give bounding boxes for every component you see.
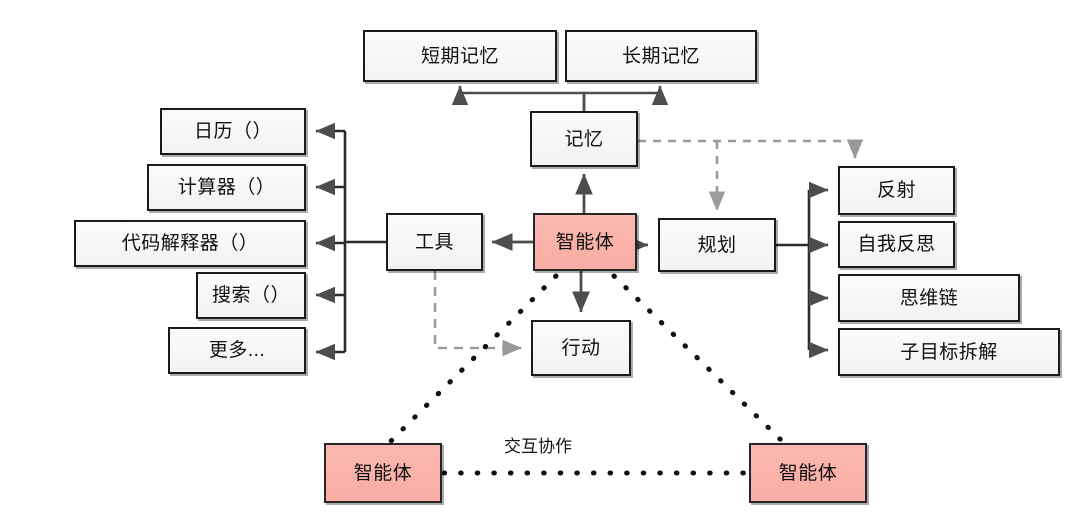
node-label: 智能体 (555, 231, 615, 253)
node-code-interpreter-tool[interactable]: 代码解释器（） (74, 220, 306, 267)
node-label: 反射 (876, 180, 916, 201)
node-label: 更多... (208, 340, 266, 361)
node-calculator-tool[interactable]: 计算器（） (147, 164, 306, 211)
node-chain-of-thought[interactable]: 思维链 (838, 274, 1020, 322)
edge-tools-to-toollist (315, 122, 386, 361)
node-label: 计算器（） (177, 177, 276, 198)
node-more-tools[interactable]: 更多... (168, 327, 306, 374)
node-label: 行动 (561, 337, 601, 359)
node-label: 工具 (414, 231, 454, 253)
edge-planning-to-list (776, 181, 829, 359)
node-tools[interactable]: 工具 (386, 213, 483, 271)
node-reflection[interactable]: 反射 (838, 166, 955, 215)
node-long-term-memory[interactable]: 长期记忆 (565, 30, 757, 82)
node-label: 短期记忆 (420, 45, 499, 67)
edge-memory-to-stores (451, 85, 669, 111)
node-label: 记忆 (564, 128, 604, 150)
node-label: 日历（） (193, 121, 272, 142)
node-subgoal-decomposition[interactable]: 子目标拆解 (838, 328, 1060, 376)
node-label: 自我反思 (857, 234, 936, 255)
node-label: 代码解释器（） (121, 233, 259, 254)
node-label: 长期记忆 (621, 45, 700, 67)
node-calendar-tool[interactable]: 日历（） (160, 108, 306, 155)
edge-label-collaboration: 交互协作 (504, 437, 572, 456)
node-self-reflection[interactable]: 自我反思 (838, 221, 955, 268)
node-label: 搜索（） (211, 285, 290, 306)
node-label: 规划 (697, 234, 737, 256)
node-label: 智能体 (353, 462, 413, 484)
node-planning[interactable]: 规划 (658, 218, 776, 272)
node-agent-right[interactable]: 智能体 (749, 443, 867, 503)
node-label: 智能体 (778, 462, 838, 484)
node-action[interactable]: 行动 (531, 320, 631, 376)
node-label: 思维链 (899, 287, 959, 309)
node-agent-left[interactable]: 智能体 (324, 443, 442, 503)
edge-tools-to-action-dashed (433, 271, 523, 357)
node-label: 子目标拆解 (900, 341, 998, 363)
node-short-term-memory[interactable]: 短期记忆 (363, 30, 557, 82)
node-memory[interactable]: 记忆 (530, 111, 638, 167)
node-search-tool[interactable]: 搜索（） (196, 272, 306, 319)
node-agent-center[interactable]: 智能体 (533, 213, 637, 271)
